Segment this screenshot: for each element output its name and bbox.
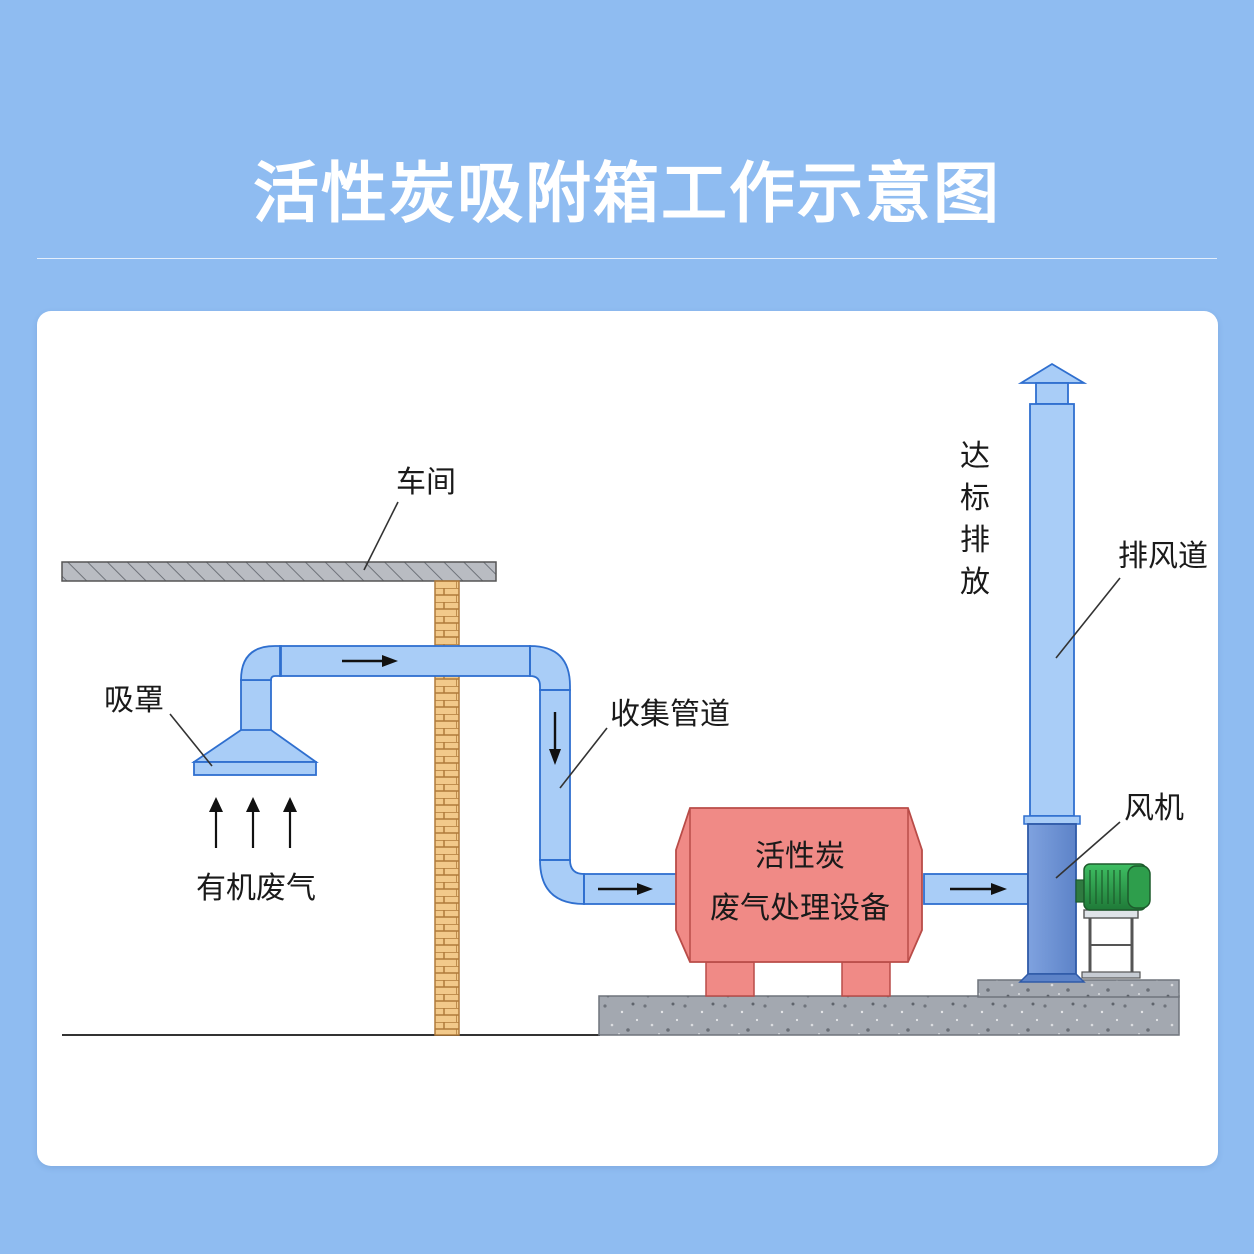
label-workshop: 车间	[396, 465, 456, 500]
label-organic-gas: 有机废气	[196, 871, 316, 906]
label-equipment-line2: 废气处理设备	[710, 891, 890, 926]
label-hood: 吸罩	[104, 683, 164, 718]
label-discharge-2: 标	[960, 481, 990, 516]
title-divider	[37, 258, 1217, 259]
suction-hood	[191, 729, 319, 776]
concrete-base	[598, 995, 1180, 1036]
organic-gas-arrows	[209, 797, 297, 848]
label-exhaust-duct: 排风道	[1118, 539, 1208, 574]
label-collection-pipe: 收集管道	[610, 697, 730, 732]
workshop-ceiling	[61, 561, 497, 582]
label-discharge-4: 放	[960, 565, 990, 600]
label-discharge-3: 排	[960, 523, 990, 558]
page-title: 活性炭吸附箱工作示意图	[253, 155, 1001, 232]
label-fan: 风机	[1124, 791, 1184, 826]
label-discharge-1: 达	[960, 439, 990, 474]
label-equipment-line1: 活性炭	[755, 839, 845, 874]
leader-lines	[169, 501, 1121, 879]
fan-unit	[1018, 823, 1151, 983]
activated-carbon-equipment	[675, 807, 923, 997]
exhaust-duct	[1017, 362, 1088, 825]
